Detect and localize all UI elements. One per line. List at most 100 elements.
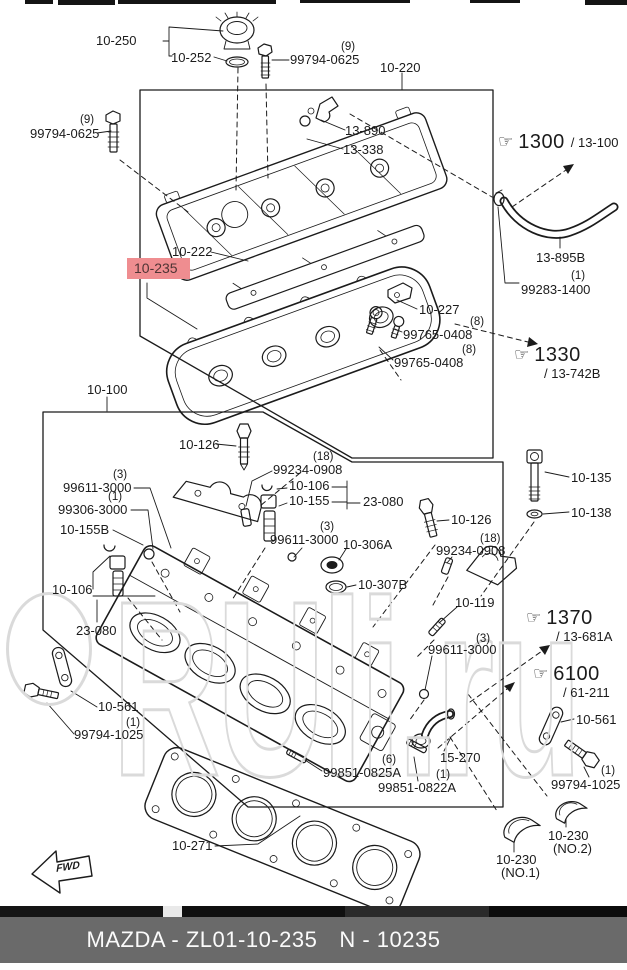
valve-cover-gasket-drawing xyxy=(165,266,441,425)
harness-bracket-right-drawing xyxy=(538,706,564,746)
leader-lines xyxy=(46,26,590,853)
pointing-hand-icon: ☞ xyxy=(514,345,530,365)
section-ref-sub: / 61-211 xyxy=(563,685,610,700)
label-99794-1025-left: 99794-1025 xyxy=(74,727,144,742)
oil-seal-ring-drawing xyxy=(325,580,347,594)
cap-oring-drawing xyxy=(225,56,249,68)
pointing-hand-icon: ☞ xyxy=(533,664,549,684)
hanger-bracket-no2-drawing xyxy=(555,800,588,824)
label-10-561-right: 10-561 xyxy=(576,712,617,727)
lower-assembly-box xyxy=(42,411,504,808)
cover-bolt-left-drawing xyxy=(105,110,121,153)
label-10-138: 10-138 xyxy=(571,505,612,520)
section-ref-sub: / 13-681A xyxy=(556,629,613,644)
label-10-271: 10-271 xyxy=(172,838,213,853)
label-10-307B: 10-307B xyxy=(358,577,408,592)
label-13-338: 13-338 xyxy=(343,142,384,157)
label-10-155B: 10-155B xyxy=(60,522,110,537)
label-99851-0822A: 99851-0822A xyxy=(378,780,457,795)
qty-99794-1025-left: (1) xyxy=(126,717,141,729)
qty-99611-3000-c: (3) xyxy=(476,633,491,645)
harness-bracket-left-drawing xyxy=(51,646,73,688)
section-ref-1370: ☞1370/ 13-681A xyxy=(526,607,612,644)
label-99283-1400: 99283-1400 xyxy=(521,282,591,297)
stud-10-119-drawing xyxy=(428,617,446,637)
label-99765-0408-b: 99765-0408 xyxy=(394,355,464,370)
seal-guide-drawing xyxy=(240,508,252,527)
water-hose-drawing xyxy=(493,189,619,239)
carrier-bolt-b-drawing xyxy=(418,497,438,538)
qty-99794-0625-top: (9) xyxy=(341,41,356,53)
section-ref-6100: ☞6100/ 61-211 xyxy=(533,663,610,700)
qty-99851-0825A: (6) xyxy=(382,754,397,766)
qty-99234-0908-a: (18) xyxy=(313,451,334,463)
check-ball-c-drawing xyxy=(418,688,430,700)
valve-cover-drawing xyxy=(155,106,448,281)
dowel-pin-drawing xyxy=(440,557,454,575)
bracket-bolt-left-drawing xyxy=(23,682,60,700)
label-99794-0625-left: 99794-0625 xyxy=(30,126,100,141)
section-ref-main: 1370 xyxy=(546,607,593,629)
label-99234-0908-b: 99234-0908 xyxy=(436,543,506,558)
sub-10-230-no1: (NO.1) xyxy=(501,865,540,880)
label-99765-0408-a: 99765-0408 xyxy=(403,327,473,342)
label-10-135: 10-135 xyxy=(571,470,612,485)
assembly-dashed-lines xyxy=(119,67,567,812)
section-ref-sub: / 13-100 xyxy=(570,135,619,150)
footer-bar: MAZDA - ZL01-10-235 N - 10235 xyxy=(0,917,627,963)
gasket-bolt-b-drawing xyxy=(390,315,405,339)
label-10-561-left: 10-561 xyxy=(98,699,139,714)
qty-99306-3000: (1) xyxy=(108,491,123,503)
label-10-222: 10-222 xyxy=(172,244,213,259)
head-bolt-drawing xyxy=(526,449,543,502)
qty-99765-0408-a: (8) xyxy=(470,316,485,328)
label-99611-3000-b: 99611-3000 xyxy=(270,532,339,547)
check-ball-drawing xyxy=(143,548,155,560)
qty-99765-0408-b: (8) xyxy=(462,344,477,356)
label-10-100: 10-100 xyxy=(87,382,128,397)
label-10-230-no1: 10-230 xyxy=(496,852,537,867)
footer-part-code: MAZDA - ZL01-10-235 xyxy=(86,927,318,952)
label-99851-0825A: 99851-0825A xyxy=(323,765,402,780)
label-10-106-center: 10-106 xyxy=(289,478,330,493)
section-ref-sub: / 13-742B xyxy=(544,366,601,381)
label-10-250: 10-250 xyxy=(96,33,137,48)
sub-10-230-no2: (NO.2) xyxy=(553,841,592,856)
oil-filler-cap-drawing xyxy=(215,11,259,50)
section-ref-main: 1330 xyxy=(534,344,581,366)
label-99794-0625-top: 99794-0625 xyxy=(290,52,360,67)
label-13-890: 13-890 xyxy=(345,123,386,138)
label-99234-0908-a: 99234-0908 xyxy=(273,462,343,477)
rubber-grommet-drawing xyxy=(320,556,344,574)
label-10-126-b: 10-126 xyxy=(451,512,492,527)
label-10-106-left: 10-106 xyxy=(52,582,93,597)
label-10-155: 10-155 xyxy=(289,493,330,508)
cylinder-head-drawing xyxy=(95,544,405,783)
qty-99794-1025-right: (1) xyxy=(601,765,616,777)
head-gasket-drawing xyxy=(144,746,421,914)
label-10-235: 10-235 xyxy=(127,258,190,279)
pointing-hand-icon: ☞ xyxy=(526,608,542,628)
scan-marks-top xyxy=(25,0,627,5)
breather-fitting-drawing xyxy=(299,96,339,127)
scan-strip-bottom xyxy=(0,906,627,917)
section-ref-main: 6100 xyxy=(553,663,600,685)
label-10-306A: 10-306A xyxy=(343,537,393,552)
label-10-230-no2: 10-230 xyxy=(548,828,589,843)
upper-assembly-box xyxy=(139,89,494,459)
qty-99611-3000-b: (3) xyxy=(320,521,335,533)
fwd-arrow xyxy=(31,850,93,894)
label-10-220: 10-220 xyxy=(380,60,421,75)
label-15-270: 15-270 xyxy=(440,750,481,765)
label-10-227: 10-227 xyxy=(419,302,460,317)
pointing-hand-icon: ☞ xyxy=(498,132,514,152)
tappet-adjuster-center-drawing xyxy=(260,484,277,542)
stud-99851-0822A-drawing xyxy=(406,738,428,754)
qty-99611-3000-a: (3) xyxy=(113,469,128,481)
cam-cap-right-drawing xyxy=(466,545,518,586)
footer-ref-number: N - 10235 xyxy=(339,927,441,952)
label-10-126-a: 10-126 xyxy=(179,437,220,452)
